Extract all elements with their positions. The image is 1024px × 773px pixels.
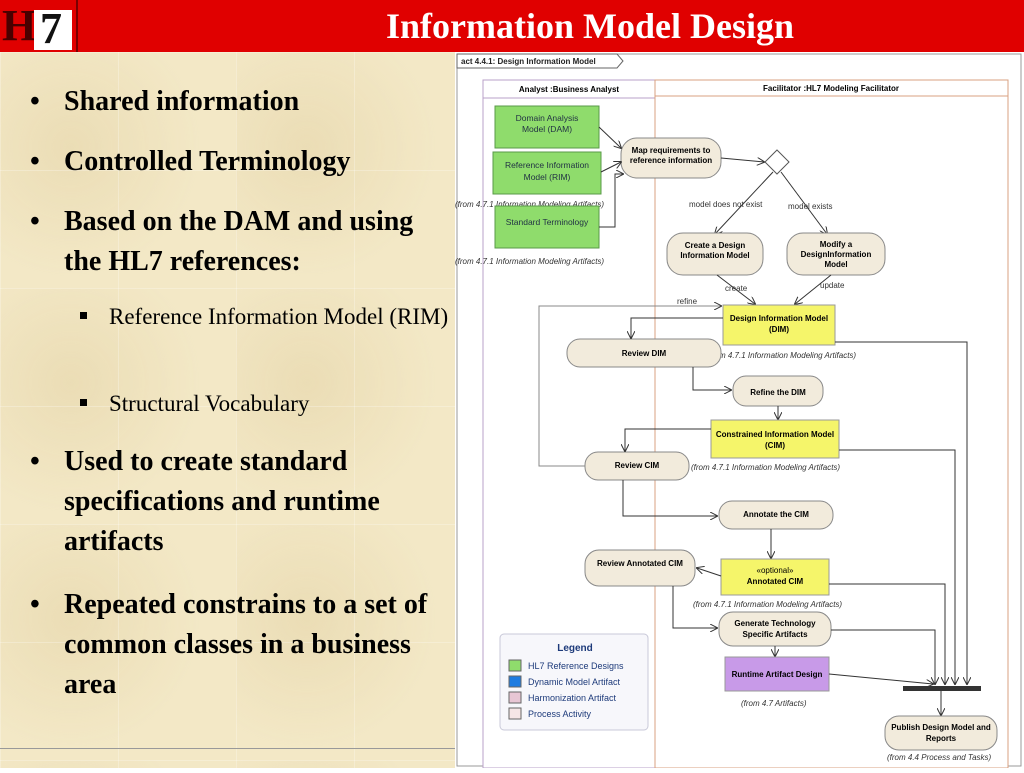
model-exists-label: model exists (788, 202, 832, 211)
frame-label: act 4.4.1: Design Information Model (461, 57, 596, 66)
svg-text:(DIM): (DIM) (769, 325, 789, 334)
svg-text:create: create (725, 284, 748, 293)
svg-text:Constrained Information Model: Constrained Information Model (716, 430, 834, 439)
svg-text:Review CIM: Review CIM (615, 461, 660, 470)
svg-text:Annotate the CIM: Annotate the CIM (743, 510, 809, 519)
svg-text:Refine the DIM: Refine the DIM (750, 388, 806, 397)
svg-text:Publish Design Model and: Publish Design Model and (891, 723, 991, 732)
svg-text:Review Annotated CIM: Review Annotated CIM (597, 559, 683, 568)
modify-dim-activity (786, 232, 886, 276)
svg-text:Reports: Reports (926, 734, 957, 743)
svg-text:DesignInformation: DesignInformation (801, 250, 872, 259)
generate-artifacts-activity (718, 611, 832, 647)
svg-text:Model (DAM): Model (DAM) (522, 124, 572, 134)
std-from-note: (from 4.7.1 Information Modeling Artifac… (455, 257, 604, 266)
dim-from-note: (from 4.7.1 Information Modeling Artifac… (707, 351, 856, 360)
lane-analyst-label: Analyst :Business Analyst (519, 85, 620, 94)
svg-text:Map requirements to: Map requirements to (632, 146, 711, 155)
svg-text:update: update (820, 281, 845, 290)
lane-facilitator-label: Facilitator :HL7 Modeling Facilitator (763, 84, 899, 93)
legend (499, 633, 649, 731)
svg-text:(CIM): (CIM) (765, 441, 785, 450)
svg-text:reference information: reference information (630, 156, 712, 165)
publish-activity (884, 715, 998, 751)
std-terminology-artifact (494, 205, 600, 249)
frame-label-tab (456, 53, 624, 69)
hl7-logo: HL 7 (0, 0, 78, 52)
svg-text:refine: refine (677, 297, 698, 306)
svg-text:HL7 Reference Designs: HL7 Reference Designs (528, 661, 624, 671)
runtime-from-note: (from 4.7 Artifacts) (741, 699, 807, 708)
svg-text:Modify a: Modify a (820, 240, 853, 249)
annotated-from-note: (from 4.7.1 Information Modeling Artifac… (693, 600, 842, 609)
annotate-cim-activity (718, 500, 834, 530)
title-bar: HL 7 Information Model Design (0, 0, 1024, 52)
legend-title: Legend (557, 643, 593, 654)
legend-swatch-process (508, 707, 522, 720)
slide-title: Information Model Design (386, 6, 794, 46)
annotated-cim-artifact (720, 558, 830, 596)
dim-artifact (722, 304, 836, 346)
svg-text:Harmonization Artifact: Harmonization Artifact (528, 693, 617, 703)
svg-text:Process Activity: Process Activity (528, 709, 592, 719)
svg-text:Domain Analysis: Domain Analysis (516, 113, 579, 123)
rim-artifact (492, 151, 602, 195)
svg-text:Model (RIM): Model (RIM) (524, 172, 571, 182)
runtime-artifact (724, 656, 830, 692)
cim-from-note: (from 4.7.1 Information Modeling Artifac… (691, 463, 840, 472)
svg-text:«optional»: «optional» (757, 566, 794, 575)
review-cim-activity (584, 451, 690, 481)
legend-swatch-dynamic (508, 675, 522, 688)
svg-text:Annotated CIM: Annotated CIM (747, 577, 804, 586)
join-bar (903, 686, 981, 691)
decision-node (764, 149, 790, 175)
svg-text:Review DIM: Review DIM (622, 349, 667, 358)
svg-text:Reference Information: Reference Information (505, 160, 589, 170)
svg-text:Information Model: Information Model (680, 251, 749, 260)
rim-from-note: (from 4.7.1 Information Modeling Artifac… (455, 200, 604, 209)
activity-diagram: act 4.4.1: Design Information Model Anal… (455, 52, 1024, 769)
svg-text:Runtime Artifact Design: Runtime Artifact Design (732, 670, 823, 679)
review-annotated-cim-activity (584, 549, 696, 587)
model-not-exist-label: model does not exist (689, 200, 763, 209)
svg-text:Model: Model (824, 260, 847, 269)
svg-text:Design Information Model: Design Information Model (730, 314, 828, 323)
dam-artifact (494, 105, 600, 149)
legend-swatch-harmonization (508, 691, 522, 704)
footer-divider (0, 748, 455, 749)
svg-text:Specific Artifacts: Specific Artifacts (742, 630, 808, 639)
create-dim-activity (666, 232, 764, 276)
publish-from-note: (from 4.4 Process and Tasks) (887, 753, 992, 762)
legend-swatch-hl7 (508, 659, 522, 672)
bullet-panel: • Shared information • Controlled Termin… (0, 52, 455, 768)
svg-text:Generate Technology: Generate Technology (734, 619, 816, 628)
review-dim-activity (566, 338, 722, 368)
activity-diagram-svg: act 4.4.1: Design Information Model Anal… (455, 53, 1022, 769)
cim-artifact (710, 419, 840, 459)
svg-text:Create a Design: Create a Design (685, 241, 746, 250)
svg-text:Dynamic Model Artifact: Dynamic Model Artifact (528, 677, 621, 687)
svg-text:Standard Terminology: Standard Terminology (506, 217, 589, 227)
